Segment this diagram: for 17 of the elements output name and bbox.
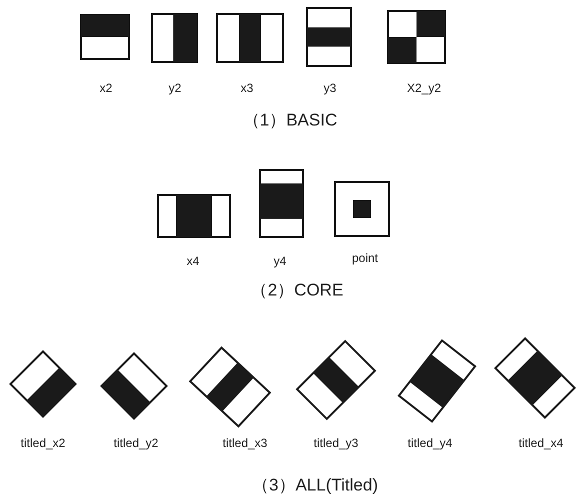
feature-label: y3 bbox=[324, 82, 336, 94]
feature-label: titled_y3 bbox=[314, 437, 358, 449]
feature-label: titled_x2 bbox=[20, 437, 66, 449]
feature-label: X2_y2 bbox=[406, 82, 442, 94]
section-title: （3）ALL(Titled) bbox=[252, 476, 378, 494]
feature-label: titled_y2 bbox=[114, 437, 158, 449]
feature-label: titled_y4 bbox=[408, 437, 452, 449]
feature-label: titled_x3 bbox=[222, 437, 268, 449]
section-title: （1）BASIC bbox=[242, 112, 338, 128]
feature-label: y4 bbox=[274, 255, 286, 267]
feature-label: point bbox=[352, 252, 378, 264]
feature-label: x4 bbox=[186, 255, 200, 267]
section-title: （2）CORE bbox=[250, 282, 344, 298]
feature-label: y2 bbox=[168, 82, 182, 94]
feature-label: titled_x4 bbox=[518, 437, 564, 449]
feature-label: x3 bbox=[240, 82, 254, 94]
feature-label: x2 bbox=[100, 82, 112, 94]
